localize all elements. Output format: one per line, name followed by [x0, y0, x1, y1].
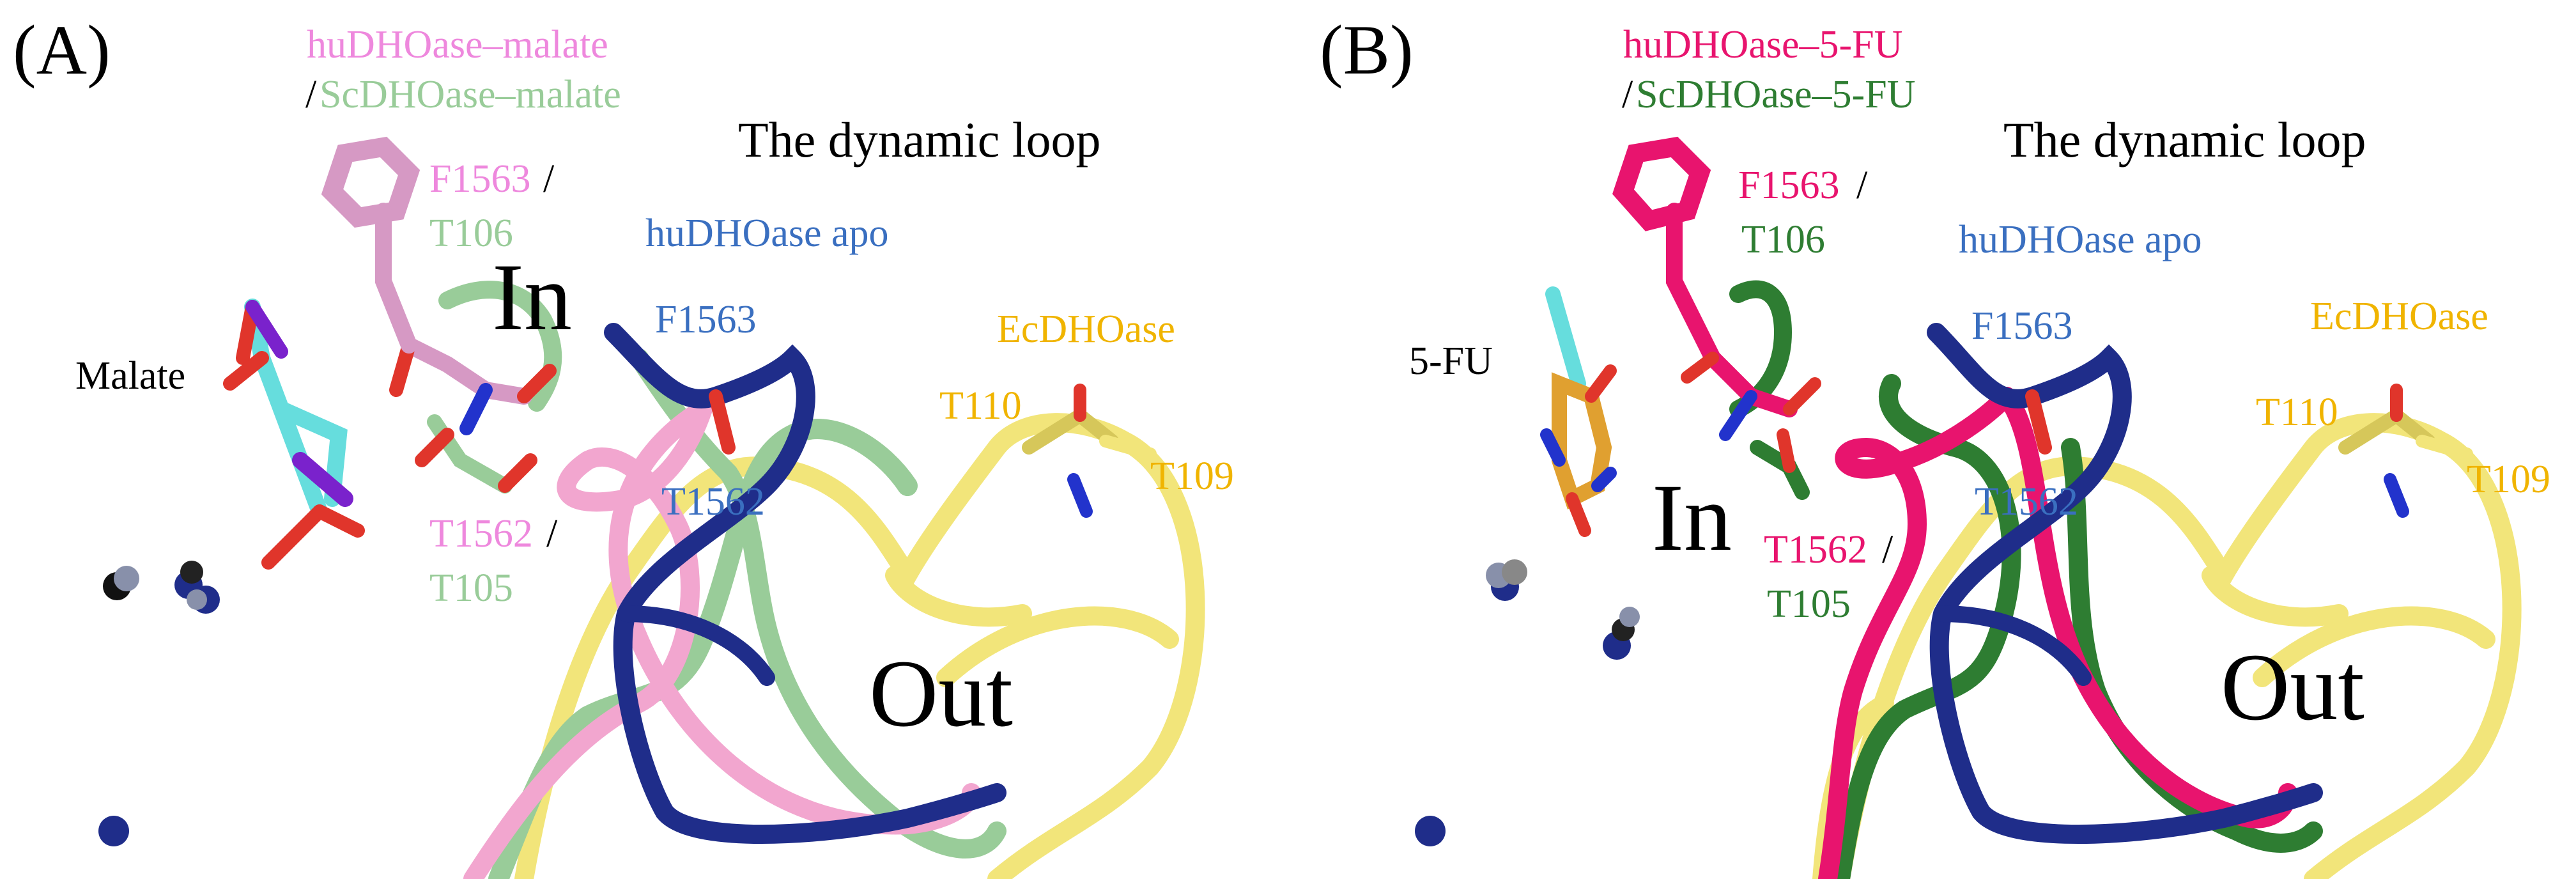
in-label: In — [1652, 465, 1732, 571]
apo-residue-1: F1563 — [1971, 304, 2072, 348]
apo-label: huDHOase apo — [1959, 218, 2202, 261]
out-label: Out — [869, 641, 1013, 747]
apo-residue-1: F1563 — [655, 298, 756, 341]
residue-sc-2: T105 — [1767, 582, 1851, 626]
panel-label: (B) — [1320, 11, 1414, 89]
apo-loop-b — [1927, 323, 2323, 844]
5fu-ligand — [1540, 286, 1617, 537]
residue-slash-1: / — [1856, 164, 1868, 207]
panel-a: (A) huDHOase–malate / ScDHOase–malate Th… — [13, 11, 1234, 879]
apo-residue-2: T1562 — [1975, 480, 2078, 524]
ec-loop-b — [1812, 384, 2522, 879]
apo-loop-a — [604, 323, 1006, 844]
legend-slash: / — [1622, 73, 1633, 116]
ec-residue-1: T110 — [939, 384, 1022, 428]
residue-slash-2: / — [546, 512, 558, 556]
apo-label: huDHOase apo — [645, 212, 889, 255]
legend-sc-5fu: ScDHOase–5-FU — [1636, 73, 1915, 116]
ec-residue-2: T109 — [1150, 455, 1234, 498]
ion-sphere — [1502, 559, 1527, 585]
ec-residue-1: T110 — [2256, 391, 2338, 434]
residue-sc-1: T106 — [429, 212, 513, 255]
legend-slash: / — [305, 73, 317, 116]
out-label: Out — [2221, 634, 2364, 740]
residue-sc-1: T106 — [1741, 218, 1825, 261]
residue-hu-2: T1562 — [1764, 528, 1867, 572]
panel-label: (A) — [13, 11, 111, 89]
ion-sphere — [98, 816, 129, 846]
hu-malate-loop — [321, 136, 981, 879]
panel-b: (B) huDHOase–5-FU / ScDHOase–5-FU The dy… — [1320, 11, 2550, 879]
residue-sc-2: T105 — [429, 566, 513, 610]
ion-sphere — [187, 589, 207, 610]
legend-sc-malate: ScDHOase–malate — [320, 73, 621, 116]
ion-sphere — [1619, 607, 1640, 627]
ec-residue-2: T109 — [2467, 458, 2550, 501]
ec-label: EcDHOase — [2310, 295, 2488, 338]
legend-hu-malate: huDHOase–malate — [307, 23, 608, 66]
ec-label: EcDHOase — [997, 307, 1175, 351]
residue-hu-2: T1562 — [429, 512, 533, 556]
apo-residue-2: T1562 — [661, 480, 765, 524]
residue-hu-1: F1563 — [1738, 164, 1839, 207]
ion-sphere — [1415, 816, 1446, 846]
ion-sphere — [114, 566, 139, 591]
legend-hu-5fu: huDHOase–5-FU — [1623, 23, 1902, 66]
malate-ligand — [223, 299, 365, 570]
residue-slash-2: / — [1882, 528, 1893, 572]
ligand-label: 5-FU — [1409, 339, 1493, 383]
ion-sphere — [180, 561, 203, 584]
dynamic-loop-label: The dynamic loop — [2003, 112, 2366, 167]
in-label: In — [492, 244, 572, 350]
residue-slash-1: / — [543, 157, 555, 201]
ion-spheres-a — [98, 561, 220, 846]
ligand-label: Malate — [75, 354, 185, 398]
ion-spheres-b — [1415, 559, 1640, 846]
residue-hu-1: F1563 — [429, 157, 530, 201]
dynamic-loop-label: The dynamic loop — [738, 112, 1101, 167]
